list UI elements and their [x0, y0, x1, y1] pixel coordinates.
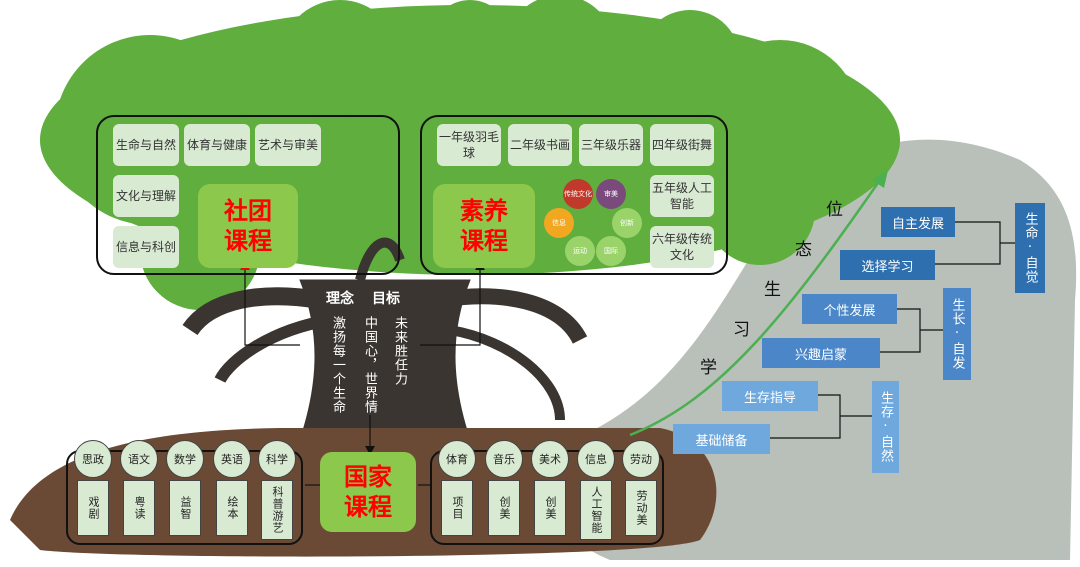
dot-sports: 运动 [565, 236, 595, 266]
growth-char-3: 生 [764, 280, 781, 300]
extension-puzzle: 益智 [169, 480, 201, 536]
extension-ai: 人工智能 [580, 480, 612, 540]
grade-module-3: 三年级乐器 [579, 124, 643, 166]
extension-labor-beauty: 劳动美 [625, 480, 657, 536]
goal-line1: 中国心，世界情 [362, 316, 377, 414]
growth-char-2: 习 [733, 320, 750, 340]
national-course-title: 国家课程 [320, 452, 416, 532]
tier-bottom-item-2: 基础储备 [673, 424, 770, 454]
subject-pe: 体育 [438, 440, 476, 478]
growth-arrowhead [872, 170, 888, 188]
tier-mid-result: 生长·自发 [943, 288, 971, 380]
subject-science: 科学 [258, 440, 296, 478]
club-course-frame [96, 115, 400, 275]
club-module-art: 艺术与审美 [255, 124, 321, 166]
extension-drama: 戏剧 [77, 480, 109, 536]
idea-text: 激扬每一个生命 [330, 316, 345, 414]
extension-creative-music: 创美 [488, 480, 520, 536]
dot-innovation: 创新 [612, 208, 642, 238]
subject-math: 数学 [166, 440, 204, 478]
tier-mid-item-2: 兴趣启蒙 [762, 338, 880, 368]
literacy-course-title: 素养课程 [433, 184, 535, 268]
subject-fine-art: 美术 [531, 440, 569, 478]
club-module-sports: 体育与健康 [184, 124, 250, 166]
grade-module-4: 四年级街舞 [650, 124, 714, 166]
tier-top-result: 生命·自觉 [1015, 203, 1045, 293]
extension-reading: 粤读 [123, 480, 155, 536]
extension-science-games: 科普游艺 [261, 480, 293, 540]
dot-aesthetics: 审美 [596, 179, 626, 209]
goal-label: 目标 [372, 291, 400, 307]
subject-politics: 思政 [74, 440, 112, 478]
idea-label: 理念 [326, 291, 354, 307]
dot-international: 国际 [596, 236, 626, 266]
connector-lines [244, 221, 1015, 486]
subject-it: 信息 [577, 440, 615, 478]
growth-arrow [629, 179, 882, 437]
subject-chinese: 语文 [120, 440, 158, 478]
club-module-life: 生命与自然 [113, 124, 179, 166]
goal-line2: 未来胜任力 [392, 316, 407, 386]
club-module-info: 信息与科创 [113, 226, 179, 268]
dot-information: 信息 [544, 208, 574, 238]
subject-english: 英语 [213, 440, 251, 478]
grade-module-5: 五年级人工智能 [650, 175, 714, 217]
club-module-culture: 文化与理解 [113, 175, 179, 217]
subject-music: 音乐 [485, 440, 523, 478]
extension-project: 项目 [441, 480, 473, 536]
extension-creative-art: 创美 [534, 480, 566, 536]
club-course-title: 社团课程 [198, 184, 298, 268]
tier-top-item-1: 自主发展 [881, 207, 955, 237]
grade-module-2: 二年级书画 [508, 124, 572, 166]
subject-labor: 劳动 [622, 440, 660, 478]
growth-char-4: 态 [795, 240, 812, 260]
grade-module-1: 一年级羽毛球 [437, 124, 501, 166]
literacy-course-frame [420, 115, 728, 275]
tier-bottom-result: 生存·自然 [872, 381, 899, 473]
dot-traditional-culture: 传统文化 [563, 179, 593, 209]
tier-top-item-2: 选择学习 [840, 250, 935, 280]
grade-module-6: 六年级传统文化 [650, 226, 714, 268]
growth-char-1: 学 [700, 358, 717, 378]
tier-bottom-item-1: 生存指导 [722, 381, 818, 411]
extension-picturebook: 绘本 [216, 480, 248, 536]
tier-mid-item-1: 个性发展 [802, 294, 897, 324]
tree-trunk [182, 237, 588, 441]
growth-char-5: 位 [826, 200, 843, 220]
